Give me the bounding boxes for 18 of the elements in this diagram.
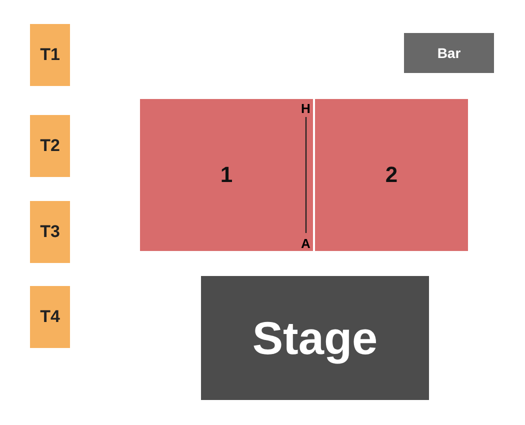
row-label: A <box>301 237 310 250</box>
section-label: Bar <box>437 45 461 61</box>
seating-section <box>140 99 313 251</box>
section-label: 2 <box>385 162 398 188</box>
section-label: T4 <box>40 307 60 327</box>
stage <box>201 276 429 400</box>
section-label: T2 <box>40 136 60 156</box>
section-label: T3 <box>40 222 60 242</box>
seating-section <box>315 99 468 251</box>
row-label: H <box>301 102 310 115</box>
section-label: Stage <box>252 311 378 365</box>
table <box>30 201 70 263</box>
section-label: T1 <box>40 45 60 65</box>
table <box>30 286 70 348</box>
section-label: 1 <box>220 162 233 188</box>
table <box>30 115 70 177</box>
table <box>30 24 70 86</box>
bar-area <box>404 33 494 73</box>
